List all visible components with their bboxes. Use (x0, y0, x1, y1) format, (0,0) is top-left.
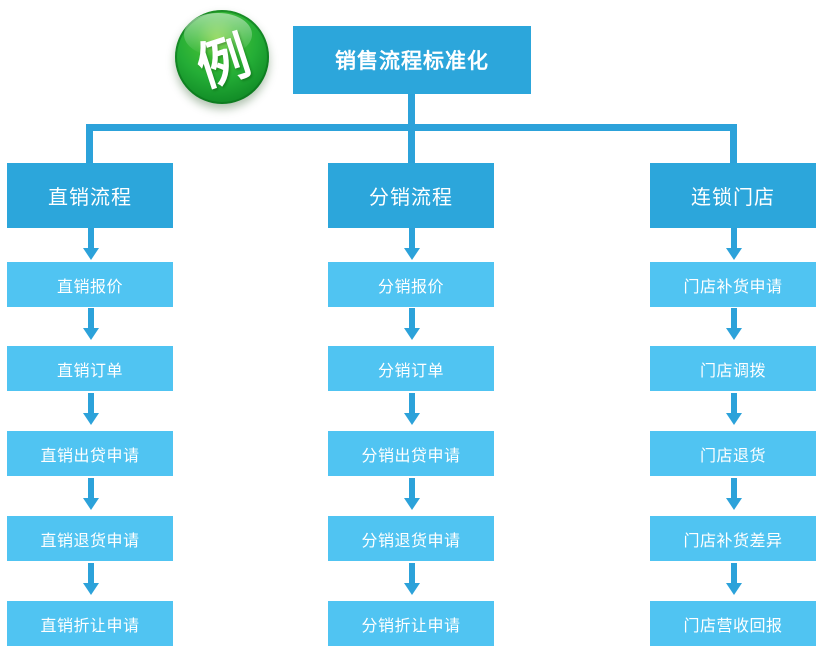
column-header-distribution: 分销流程 (328, 163, 494, 228)
connector-crossbar (86, 124, 737, 131)
flow-step-direct-quote: 直销报价 (7, 262, 173, 307)
arrow-down-icon (82, 478, 99, 510)
arrow-shaft (730, 393, 737, 413)
arrow-head (725, 583, 742, 595)
arrow-head (82, 328, 99, 340)
arrow-head (403, 583, 420, 595)
flow-step-distribution-shipment-request: 分销出贷申请 (328, 431, 494, 476)
arrow-shaft (730, 478, 737, 498)
example-badge: 例 (175, 10, 269, 104)
arrow-down-icon (403, 393, 420, 425)
arrow-down-icon (725, 478, 742, 510)
arrow-shaft (87, 478, 94, 498)
flow-step-store-transfer: 门店调拨 (650, 346, 816, 391)
flow-step-store-revenue-report: 门店营收回报 (650, 601, 816, 646)
flow-step-direct-return-request: 直销退货申请 (7, 516, 173, 561)
arrow-down-icon (403, 228, 420, 260)
root-node: 销售流程标准化 (293, 26, 531, 94)
flow-step-direct-order: 直销订单 (7, 346, 173, 391)
arrow-head (82, 498, 99, 510)
arrow-down-icon (82, 228, 99, 260)
arrow-head (725, 248, 742, 260)
flow-step-distribution-quote: 分销报价 (328, 262, 494, 307)
arrow-down-icon (403, 478, 420, 510)
flow-step-direct-shipment-request: 直销出贷申请 (7, 431, 173, 476)
arrow-shaft (408, 393, 415, 413)
arrow-down-icon (725, 563, 742, 595)
column-header-direct-sales: 直销流程 (7, 163, 173, 228)
flow-step-store-restock-request: 门店补货申请 (650, 262, 816, 307)
flow-step-store-restock-variance: 门店补货差异 (650, 516, 816, 561)
arrow-shaft (87, 393, 94, 413)
arrow-shaft (87, 228, 94, 248)
arrow-shaft (408, 228, 415, 248)
arrow-down-icon (725, 308, 742, 340)
example-badge-label: 例 (189, 25, 258, 99)
arrow-head (725, 413, 742, 425)
arrow-head (725, 498, 742, 510)
arrow-head (403, 328, 420, 340)
flow-step-store-return: 门店退货 (650, 431, 816, 476)
column-header-chain-stores: 连锁门店 (650, 163, 816, 228)
flow-step-distribution-return-request: 分销退货申请 (328, 516, 494, 561)
arrow-shaft (730, 308, 737, 328)
arrow-down-icon (403, 563, 420, 595)
connector-drop-distribution (408, 131, 415, 164)
arrow-down-icon (82, 393, 99, 425)
arrow-shaft (408, 308, 415, 328)
arrow-head (403, 498, 420, 510)
arrow-head (82, 583, 99, 595)
flow-step-direct-discount-request: 直销折让申请 (7, 601, 173, 646)
connector-drop-chain-stores (730, 131, 737, 164)
arrow-shaft (408, 563, 415, 583)
arrow-head (725, 328, 742, 340)
arrow-down-icon (403, 308, 420, 340)
arrow-head (403, 413, 420, 425)
arrow-down-icon (725, 393, 742, 425)
arrow-shaft (87, 308, 94, 328)
arrow-head (403, 248, 420, 260)
arrow-down-icon (82, 308, 99, 340)
connector-trunk (408, 94, 415, 125)
arrow-shaft (730, 563, 737, 583)
arrow-shaft (408, 478, 415, 498)
arrow-head (82, 248, 99, 260)
connector-drop-direct-sales (86, 131, 93, 164)
arrow-head (82, 413, 99, 425)
arrow-shaft (87, 563, 94, 583)
arrow-shaft (730, 228, 737, 248)
arrow-down-icon (82, 563, 99, 595)
flow-step-distribution-discount-request: 分销折让申请 (328, 601, 494, 646)
arrow-down-icon (725, 228, 742, 260)
flow-step-distribution-order: 分销订单 (328, 346, 494, 391)
